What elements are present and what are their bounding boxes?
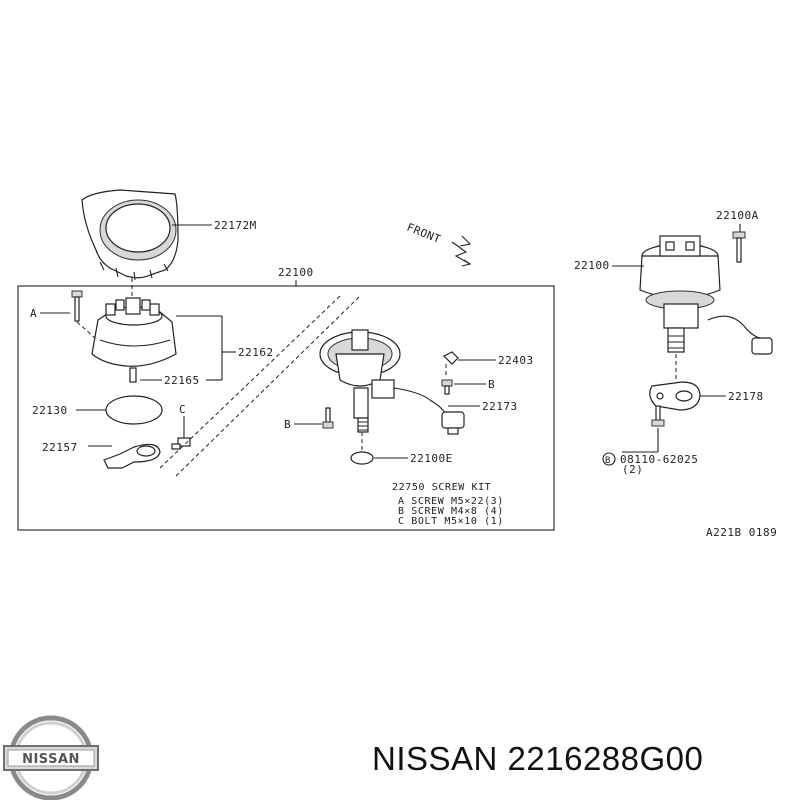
- circle-b-marker: B: [602, 452, 616, 466]
- distributor-right-assembly-part: [639, 235, 721, 353]
- connector-clip-part: [442, 351, 459, 365]
- right-harness-cable: [707, 315, 761, 339]
- logo-text: NISSAN: [22, 752, 80, 767]
- distributor-cap-part: [91, 297, 177, 367]
- gasket-ring-part: [105, 395, 163, 425]
- screw-b-right-part: [441, 379, 453, 395]
- bolt-bottom-part: [651, 405, 665, 427]
- label-screw-b-left: B: [284, 418, 291, 431]
- bolt-right-part: [732, 231, 746, 263]
- label-cap-cover: 22172M: [214, 219, 257, 232]
- label-bolt-qty: (2): [622, 463, 643, 476]
- rotor-head-part: [103, 443, 161, 469]
- label-rotor-head: 22157: [42, 441, 78, 454]
- label-gasket-ring: 22130: [32, 404, 68, 417]
- rotor-bolt-part: [171, 437, 191, 450]
- cap-cover-part: [81, 189, 179, 281]
- screw-a-part: [71, 290, 83, 322]
- right-harness-connector: [751, 337, 773, 355]
- label-cap-screw: 22165: [164, 374, 200, 387]
- label-distributor-assembly: 22100: [278, 266, 314, 279]
- label-screw-b-right: B: [488, 378, 495, 391]
- label-connector-clip: 22403: [498, 354, 534, 367]
- screw-kit-row: C BOLT M5×10 (1): [398, 516, 504, 527]
- dashed-guide-right: [175, 295, 361, 477]
- label-rotor-c: C: [179, 403, 186, 416]
- label-plate: 22178: [728, 390, 764, 403]
- label-front: FRONT: [405, 221, 443, 246]
- screw-b-left-part: [322, 407, 334, 429]
- label-bolt-right: 22100A: [716, 209, 759, 222]
- label-assembly-right: 22100: [574, 259, 610, 272]
- distributor-body-part: [319, 329, 401, 433]
- assembly-frame: [17, 285, 555, 531]
- harness-cable: [393, 387, 447, 417]
- screw-kit-row: B SCREW M4×8 (4): [398, 506, 504, 517]
- label-o-ring: 22100E: [410, 452, 453, 465]
- cap-screw-part: [129, 367, 137, 383]
- dashed-screw-a: [76, 321, 96, 339]
- label-bolt-circle-b: B: [605, 456, 611, 466]
- screw-kit-title: 22750 SCREW KIT: [392, 482, 491, 493]
- front-indicator: FRONT: [405, 221, 472, 267]
- brand-caption: NISSAN 2216288G00: [372, 740, 704, 777]
- harness-connector-part: [441, 411, 465, 435]
- plate-part: [649, 381, 701, 411]
- nissan-logo: NISSAN: [3, 715, 99, 801]
- label-harness: 22173: [482, 400, 518, 413]
- screw-kit-row: A SCREW M5×22(3): [398, 496, 504, 507]
- screw-kit-table: 22750 SCREW KIT A SCREW M5×22(3) B SCREW…: [392, 482, 504, 527]
- label-screw-a: A: [30, 307, 37, 320]
- label-drawing-code: A221B 0189: [706, 526, 777, 539]
- o-ring-part: [350, 451, 374, 465]
- label-bolt-part: 08110-62025: [620, 453, 698, 466]
- label-distributor-cap: 22162: [238, 346, 274, 359]
